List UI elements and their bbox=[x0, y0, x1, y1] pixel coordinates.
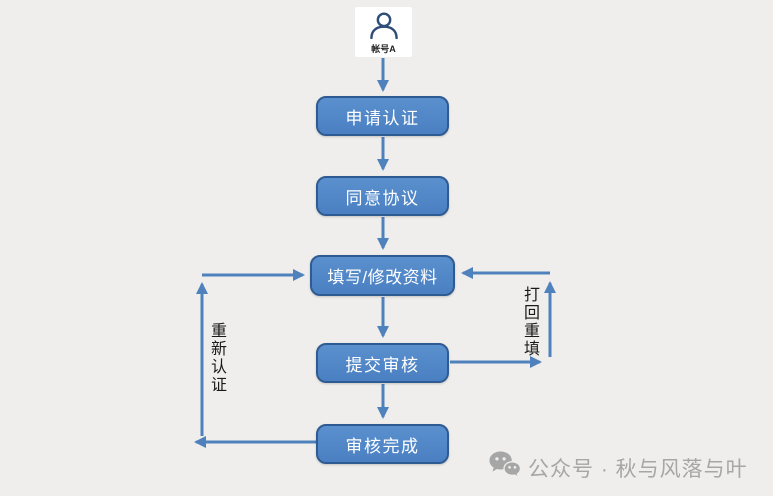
watermark: 公众号 · 秋与风落与叶 bbox=[488, 450, 748, 486]
wechat-icon bbox=[488, 450, 522, 486]
watermark-text: 公众号 · 秋与风落与叶 bbox=[528, 458, 748, 481]
step-fill-modify-info: 填写/修改资料 bbox=[310, 255, 455, 296]
loop-label-refill: 打回重填 bbox=[521, 286, 538, 358]
step-apply-certification: 申请认证 bbox=[316, 96, 449, 136]
actor-account: 帐号A bbox=[355, 7, 412, 57]
step-submit-review: 提交审核 bbox=[316, 343, 449, 383]
user-icon bbox=[367, 11, 401, 44]
actor-label: 帐号A bbox=[371, 43, 396, 54]
loop-label-recertify: 重新认证 bbox=[208, 322, 225, 394]
step-agree-agreement: 同意协议 bbox=[316, 176, 449, 216]
step-review-complete: 审核完成 bbox=[316, 424, 449, 464]
